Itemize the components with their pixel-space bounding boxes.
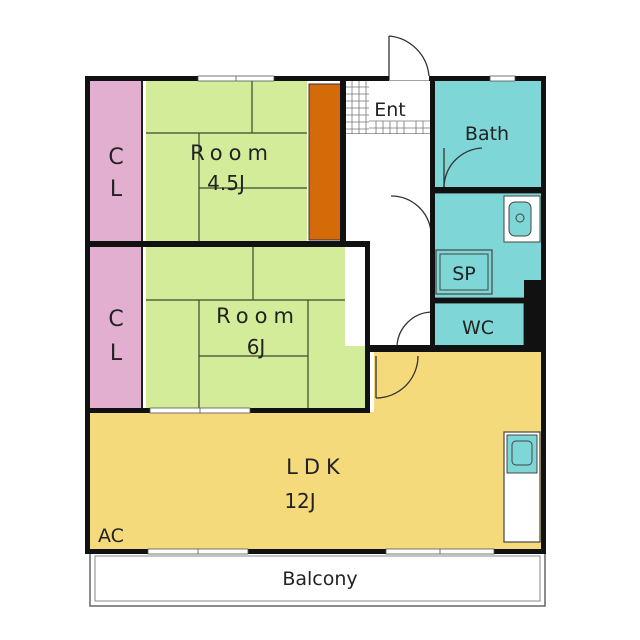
closet-top-label-c: C (108, 145, 123, 170)
entrance-label: Ent (374, 99, 406, 121)
washing-machine-space (435, 249, 493, 295)
bath: Bath (433, 79, 543, 191)
toilet-label: WC (462, 317, 494, 339)
closet-bottom: C L (88, 245, 143, 411)
room-6j-label: Room (216, 304, 300, 328)
balcony: Balcony (89, 551, 546, 607)
doors (375, 35, 483, 399)
room-6j: Room 6J (146, 246, 365, 410)
room-4-5j: Room 4.5J (146, 80, 342, 242)
closet-bottom-label-l: L (110, 341, 123, 366)
ldk-size-label: 12J (284, 489, 315, 513)
room-4-5j-size: 4.5J (207, 171, 245, 195)
closet-top: C L (88, 79, 143, 243)
closet-bottom-label-c: C (108, 307, 123, 332)
tatami-lines (146, 246, 365, 410)
window-mullions (197, 76, 441, 554)
balcony-label: Balcony (282, 568, 357, 590)
closet-top-label-l: L (110, 177, 123, 202)
sink-area-label: SP (452, 263, 476, 285)
aircon-label: AC (98, 525, 124, 547)
storage-closet (308, 83, 342, 241)
room-4-5j-label: Room (190, 141, 274, 165)
toilet: WC (433, 280, 542, 349)
entrance: Ent (344, 79, 432, 135)
tatami-lines (146, 80, 307, 242)
room-6j-size: 6J (247, 335, 266, 359)
hallway (345, 134, 431, 346)
sink-area: SP (433, 192, 543, 299)
bath-label: Bath (465, 123, 509, 145)
ldk-label: LDK (286, 455, 346, 479)
